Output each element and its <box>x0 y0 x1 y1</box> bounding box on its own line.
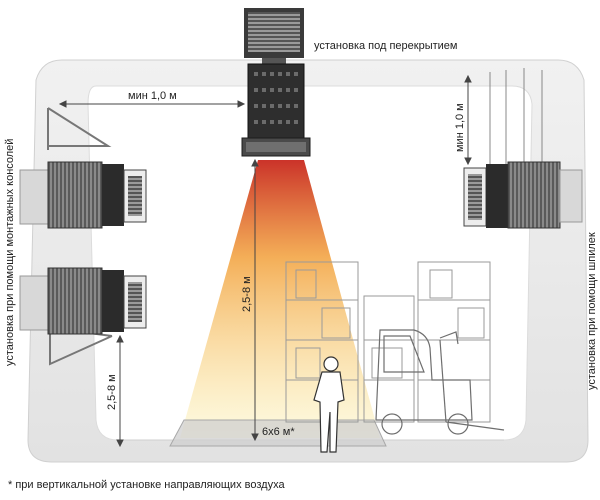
wall-heater-icon <box>19 161 147 229</box>
min-top-label: мин 1,0 м <box>128 90 177 102</box>
wall-heater-icon <box>463 161 583 229</box>
height-left-label: 2,5-8 м <box>106 374 118 410</box>
rod-hanger-icon <box>489 68 543 170</box>
rod-install-label: установка при помощи шпилек <box>586 232 598 390</box>
console-install-label: установка при помощи монтажных консолей <box>4 139 16 366</box>
footnote: * при вертикальной установке направляющи… <box>8 479 285 491</box>
floor-area-label: 6x6 м* <box>262 426 295 438</box>
ceiling-install-label: установка под перекрытием <box>314 40 458 52</box>
forklift-icon <box>375 329 505 435</box>
dimension-lines <box>58 74 472 448</box>
height-center-label: 2,5-8 м <box>241 276 253 312</box>
min-right-label: мин 1,0 м <box>454 103 466 152</box>
wall-heater-icon <box>19 267 147 335</box>
person-icon <box>313 356 345 453</box>
ceiling-heater-icon <box>241 8 311 157</box>
